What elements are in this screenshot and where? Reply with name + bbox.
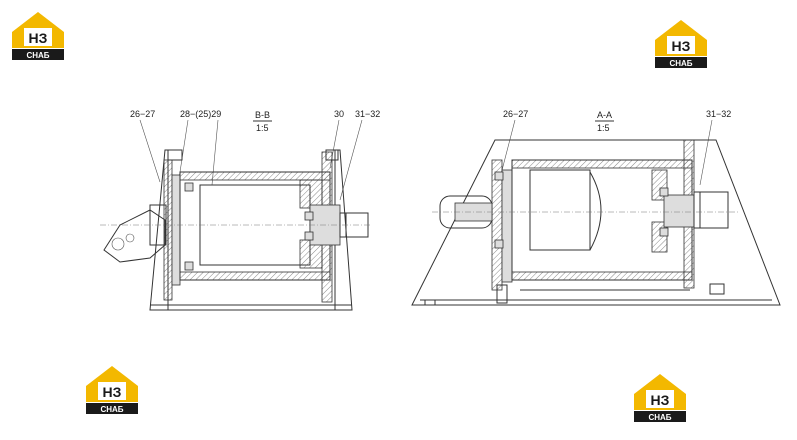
logo-top-right: НЗ СНАБ — [651, 16, 711, 70]
callout-bb-28-29: 28−(25)29 — [180, 109, 221, 119]
callout-bb-30: 30 — [334, 109, 344, 119]
svg-text:СНАБ: СНАБ — [100, 405, 123, 414]
svg-text:СНАБ: СНАБ — [669, 59, 692, 68]
section-bb-scale: 1:5 — [256, 123, 269, 133]
section-aa-scale: 1:5 — [597, 123, 610, 133]
callout-aa-26-27: 26−27 — [503, 109, 528, 119]
section-aa-title: A-A — [597, 110, 612, 120]
svg-text:НЗ: НЗ — [29, 30, 48, 46]
callout-bb-26-27: 26−27 — [130, 109, 155, 119]
svg-text:НЗ: НЗ — [103, 384, 122, 400]
svg-text:НЗ: НЗ — [651, 392, 670, 408]
svg-text:СНАБ: СНАБ — [26, 51, 49, 60]
logo-bottom-left: НЗ СНАБ — [82, 362, 142, 416]
logo-top-left: НЗ СНАБ — [8, 8, 68, 62]
section-bb-drawing: B-B 1:5 26−27 28−(25)29 30 31−32 — [100, 109, 380, 311]
callout-bb-31-32: 31−32 — [355, 109, 380, 119]
section-aa-drawing: A-A 1:5 26−27 31−32 — [411, 109, 781, 306]
section-bb-title: B-B — [255, 110, 270, 120]
svg-text:НЗ: НЗ — [672, 38, 691, 54]
svg-text:СНАБ: СНАБ — [648, 413, 671, 422]
callout-aa-31-32: 31−32 — [706, 109, 731, 119]
logo-bottom-right: НЗ СНАБ — [630, 370, 690, 424]
